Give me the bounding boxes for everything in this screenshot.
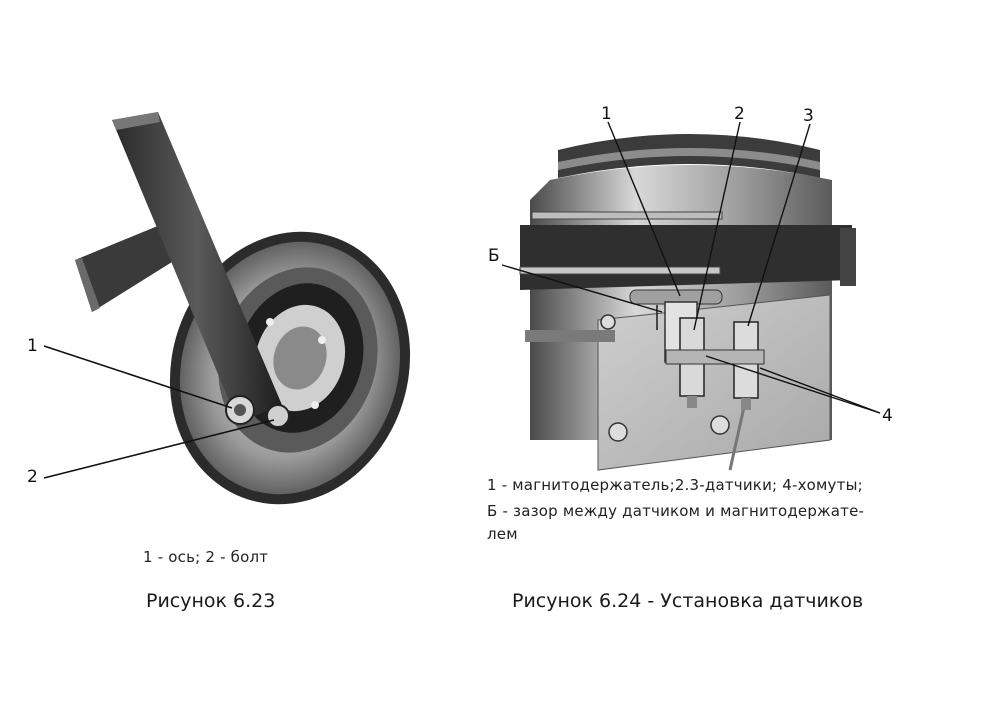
callout-1-right: 1 — [601, 104, 612, 124]
legend-right-line-3: лем — [487, 525, 518, 543]
callout-2-left: 2 — [27, 467, 38, 487]
callout-1-left: 1 — [27, 336, 38, 356]
legend-left: 1 - ось; 2 - болт — [143, 548, 269, 566]
caption-left: Рисунок 6.23 — [146, 590, 276, 612]
callout-4-right: 4 — [882, 406, 893, 426]
wheel-assembly-drawing — [43, 112, 411, 505]
caption-right: Рисунок 6.24 - Установка датчиков — [512, 590, 864, 612]
callout-3-right: 3 — [803, 106, 814, 126]
legend-right-line-2: Б - зазор между датчиком и магнитодержат… — [487, 502, 865, 520]
legend-right-line-1: 1 - магнитодержатель;2.3-датчики; 4-хому… — [487, 476, 863, 494]
callout-2-right: 2 — [734, 104, 745, 124]
callout-b-right: Б — [488, 246, 500, 266]
sensor-installation-drawing — [501, 121, 881, 471]
